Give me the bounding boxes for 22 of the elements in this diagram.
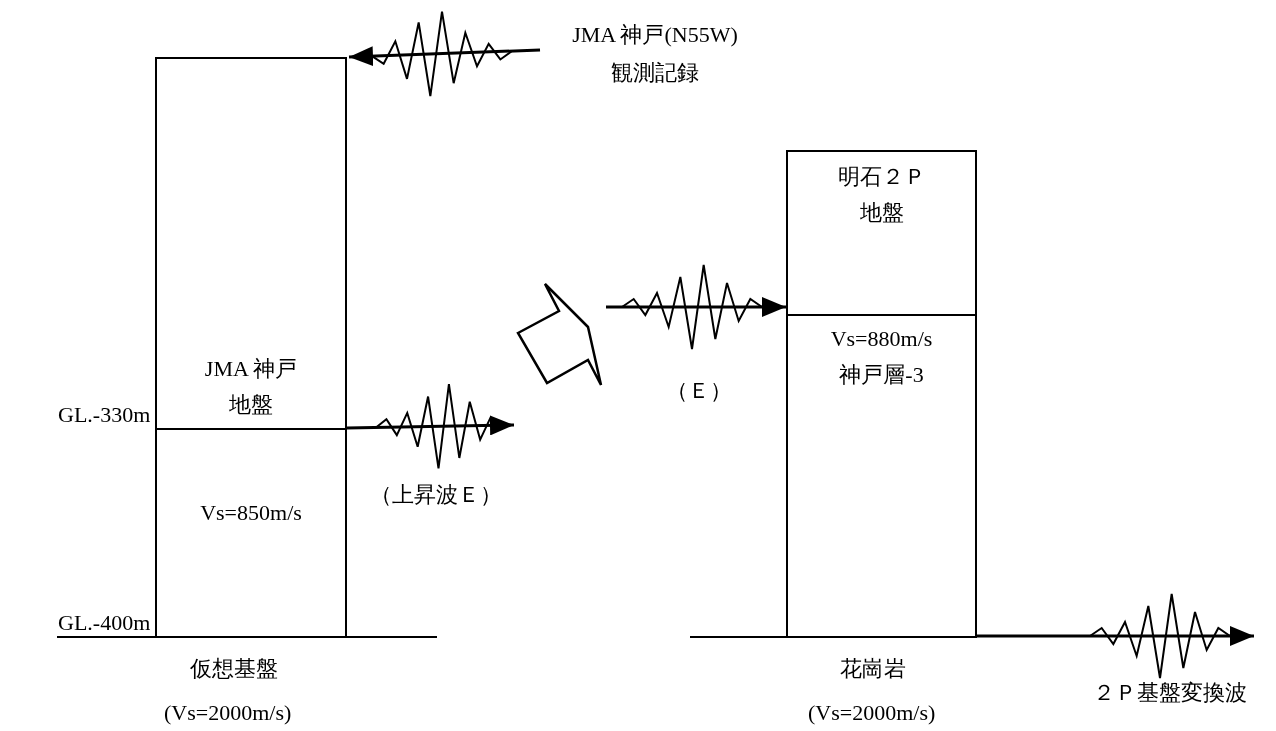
layer-title: 明石２Ｐ xyxy=(836,164,927,190)
layer-subtitle: 地盤 xyxy=(858,200,905,226)
depth-label: GL.-400m xyxy=(58,610,151,636)
layer-subtitle: 地盤 xyxy=(228,392,274,418)
bedrock-layer-box xyxy=(155,428,347,638)
layer-title: Vs=880m/s xyxy=(829,326,934,352)
edge-label: （上昇波Ｅ） xyxy=(370,482,502,508)
base-label: 仮想基盤 xyxy=(190,656,278,682)
velocity-note: (Vs=2000m/s) xyxy=(808,700,936,726)
caption-text: 観測記録 xyxy=(610,60,700,86)
base-label: 花崗岩 xyxy=(840,656,906,682)
bedrock-layer-box xyxy=(786,314,977,638)
edge-label: （Ｅ） xyxy=(666,378,732,404)
soil-layer-box xyxy=(155,57,347,430)
edge-label: ２Ｐ基盤変換波 xyxy=(1093,680,1247,706)
layer-title: Vs=850m/s xyxy=(199,500,303,526)
depth-label: GL.-330m xyxy=(58,402,151,428)
layer-subtitle: 神戸層-3 xyxy=(838,362,925,388)
soil-layer-box xyxy=(786,150,977,316)
layer-title: JMA 神戸 xyxy=(203,356,299,382)
caption-text: JMA 神戸(N55W) xyxy=(571,22,739,48)
velocity-note: (Vs=2000m/s) xyxy=(164,700,292,726)
